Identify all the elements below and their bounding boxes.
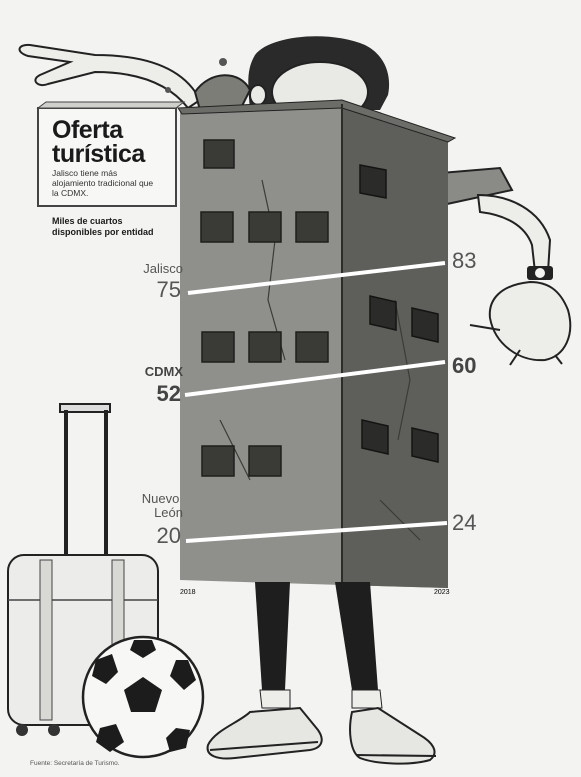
series-name-cdmx: CDMX <box>145 364 184 379</box>
data-label-nuevo-leon-2023: 24 <box>452 510 476 535</box>
data-label-jalisco-2023: 83 <box>452 248 476 273</box>
x-axis-labels: 2018 2023 <box>180 589 450 596</box>
source-note: Fuente: Secretaría de Turismo. <box>30 760 120 767</box>
data-label-jalisco-2018: 75 <box>157 277 181 302</box>
data-label-nuevo-leon-2018: 20 <box>157 523 181 548</box>
title-placard-illustration <box>36 101 186 207</box>
chart-subtitle: Jalisco tiene más alojamiento tradiciona… <box>52 168 154 198</box>
series-line-cdmx <box>184 360 446 397</box>
building-illustration: 2018 2023 <box>177 99 457 596</box>
sneakers-illustration <box>206 706 437 765</box>
data-label-cdmx-2023: 60 <box>452 353 476 378</box>
series-name-nuevo-leon-line1: Nuevo <box>142 491 180 506</box>
svg-text:2023: 2023 <box>434 589 450 596</box>
series-name-jalisco: Jalisco <box>143 261 183 276</box>
chart-title: Oferta turística <box>52 116 145 168</box>
legs-illustration <box>255 582 383 709</box>
svg-text:2018: 2018 <box>180 589 196 596</box>
soccer-ball-illustration <box>81 635 205 759</box>
series-name-nuevo-leon: Nuevo León <box>142 491 183 520</box>
series-name-nuevo-leon-line2: León <box>154 505 183 520</box>
series-line-nuevo-leon <box>185 521 448 543</box>
chart-labels-layer: Jalisco 75 83 CDMX 52 60 Nuevo León 20 2… <box>142 248 477 548</box>
data-label-cdmx-2018: 52 <box>157 381 181 406</box>
illustration: 2018 2023 <box>7 36 572 765</box>
series-line-jalisco <box>187 261 446 295</box>
x-tick-label-2018: 2018 <box>180 589 196 596</box>
chart-lines-layer <box>184 261 448 543</box>
left-arm-illustration <box>18 43 252 111</box>
y-axis-label: Miles de cuartos disponibles por entidad <box>52 216 154 237</box>
x-tick-label-2023: 2023 <box>434 589 450 596</box>
